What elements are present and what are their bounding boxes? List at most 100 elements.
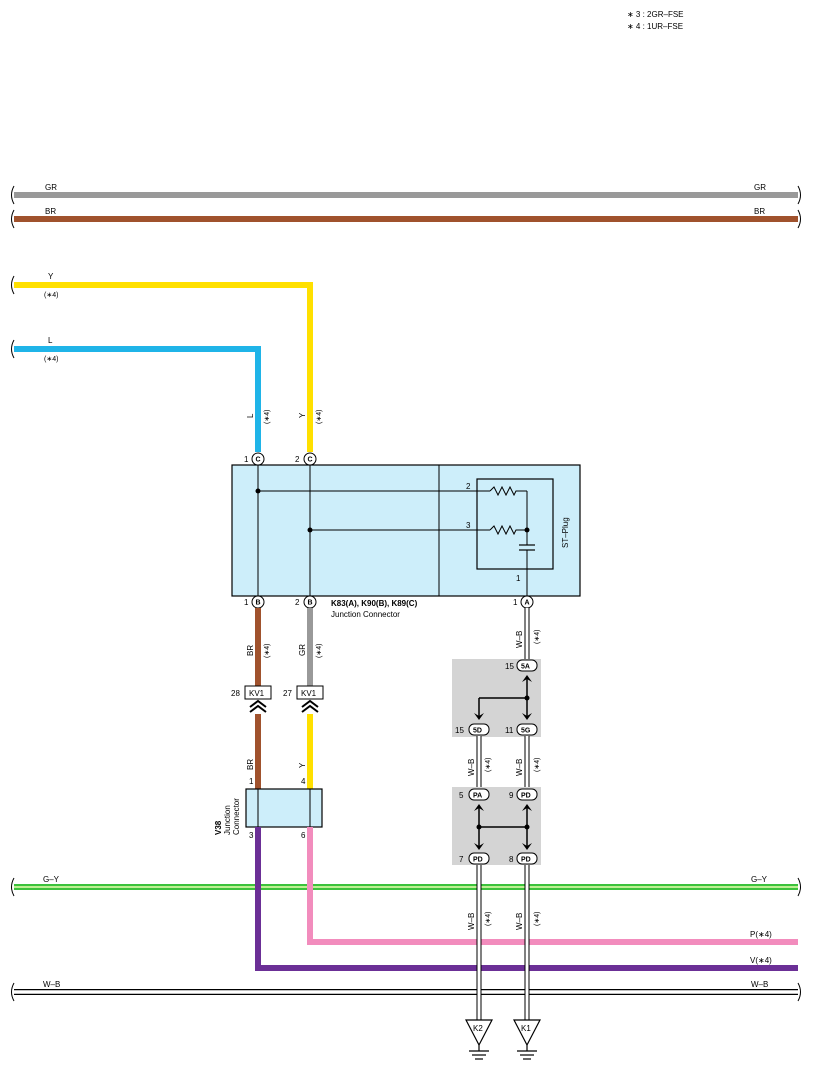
wire-label-gy-left: G–Y (43, 875, 60, 884)
st-plug-box (476, 478, 554, 570)
connector-5g (516, 723, 538, 736)
connector-5d-label: 5D (473, 728, 482, 735)
pin-a1: 1 (513, 598, 518, 607)
connector-5g-label: 5G (521, 728, 531, 735)
junction-dot (524, 824, 530, 830)
pin-c1: 1 (244, 455, 249, 464)
junction-dot (476, 824, 482, 830)
kv1-label: KV1 (249, 689, 265, 698)
v38-junction-connector (245, 788, 323, 828)
junction-dot (255, 488, 261, 494)
vlabel-l-star: (∗4) (264, 410, 271, 424)
pin-kv1-27: 27 (283, 689, 292, 698)
break-mark (11, 275, 15, 295)
vlabel-y-2: Y (298, 762, 307, 768)
wire-label-l: L (48, 336, 53, 345)
break-mark (11, 982, 15, 1002)
wire-label-wb-left: W–B (43, 980, 60, 989)
resistor (489, 485, 527, 497)
wire-y (14, 282, 313, 452)
note-star-3: ∗ 3 : 2GR–FSE (627, 10, 684, 19)
connector-c-pin2 (303, 452, 317, 466)
kv1-label: KV1 (301, 689, 317, 698)
wire-v (255, 827, 798, 971)
vlabel-gr: GR (298, 644, 307, 656)
connector-b-letter: B (256, 600, 261, 607)
vlabel-br-star: (∗4) (264, 644, 271, 658)
arrow-up-icon (522, 804, 532, 811)
vlabel-gr-star: (∗4) (316, 644, 323, 658)
connector-pa (468, 788, 490, 801)
pin-kv1-28: 28 (231, 689, 240, 698)
junction-connector-sub: Junction Connector (331, 610, 400, 619)
connector-c-letter: C (308, 457, 313, 464)
vlabel-wb-a-star: (∗4) (534, 630, 541, 644)
v38-line1: Junction (223, 805, 232, 835)
connector-b-letter: B (308, 600, 313, 607)
pin-r3: 3 (466, 521, 471, 530)
vlabel-y-star: (∗4) (316, 410, 323, 424)
break-mark (11, 185, 15, 205)
wire-label-p4: P(∗4) (750, 930, 772, 939)
v38-line2: Connector (232, 798, 241, 835)
v38-name: V38 (214, 820, 223, 835)
junction-dot (524, 527, 530, 533)
break-mark (797, 209, 801, 229)
vlabel-br-2: BR (246, 759, 255, 770)
pin-b1: 1 (244, 598, 249, 607)
pin-c2: 2 (295, 455, 300, 464)
pin-v38-3: 3 (249, 831, 254, 840)
pin-15a: 15 (505, 662, 514, 671)
wire-label-gy-right: G–Y (751, 875, 768, 884)
connector-pd-top (516, 788, 538, 801)
wire-p (307, 827, 798, 945)
break-mark (797, 982, 801, 1002)
connector-c-letter: C (256, 457, 261, 464)
star4-label-l: (∗4) (44, 356, 58, 363)
pin-9pd: 9 (509, 791, 514, 800)
connector-pd-label: PD (521, 793, 531, 800)
vlabel-y: Y (298, 412, 307, 418)
arrow-down-icon (474, 713, 484, 720)
vlabel-wb-5d: W–B (467, 759, 476, 776)
chevron-icon (249, 699, 267, 708)
vlabel-wb-k1-star: (∗4) (534, 912, 541, 926)
arrow-up-icon (474, 804, 484, 811)
pin-b2: 2 (295, 598, 300, 607)
break-mark (797, 185, 801, 205)
vlabel-wb-k1: W–B (515, 913, 524, 930)
junction-dot (307, 527, 313, 533)
chevron-icon (301, 704, 319, 713)
arrow-down-icon (522, 843, 532, 850)
connector-5a-label: 5A (521, 664, 530, 671)
chevron-icon (249, 704, 267, 713)
ground-k1-label: K1 (521, 1024, 531, 1033)
pin-r1: 1 (516, 574, 521, 583)
connector-pa-label: PA (473, 793, 482, 800)
connector-a-letter: A (525, 600, 530, 607)
vlabel-wb-5g-star: (∗4) (534, 758, 541, 772)
vlabel-wb-5g: W–B (515, 759, 524, 776)
wire-label-wb-right: W–B (751, 980, 768, 989)
pin-11g: 11 (505, 726, 514, 735)
ground-k2 (465, 1019, 493, 1047)
kv1-connector-27 (296, 685, 324, 700)
wire-label-gr-right: GR (754, 183, 766, 192)
vlabel-wb-k2-star: (∗4) (485, 912, 492, 926)
break-mark (11, 339, 15, 359)
wire-label-gr-left: GR (45, 183, 57, 192)
wire-label-br-left: BR (45, 207, 56, 216)
wire-label-v4: V(∗4) (750, 956, 772, 965)
ground-k1 (513, 1019, 541, 1047)
st-plug-label: ST–Plug (561, 517, 570, 548)
resistor (489, 524, 527, 536)
pin-v38-1: 1 (249, 777, 254, 786)
junction-connector-name: K83(A), K90(B), K89(C) (331, 599, 418, 608)
kv1-connector-28 (244, 685, 272, 700)
connector-pd-7 (468, 852, 490, 865)
pin-15d: 15 (455, 726, 464, 735)
star4-label-y: (∗4) (44, 292, 58, 299)
connector-c-pin1 (251, 452, 265, 466)
connector-5a (516, 659, 538, 672)
